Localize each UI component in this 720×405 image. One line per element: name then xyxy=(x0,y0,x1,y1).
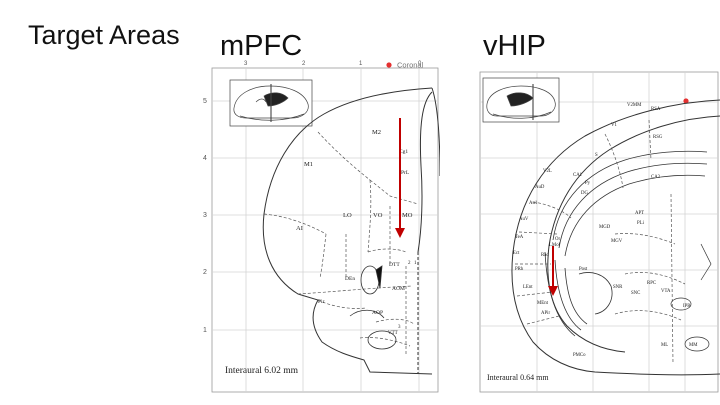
region-label: PRh xyxy=(515,267,524,272)
vhip-midline-structures xyxy=(670,243,712,352)
mpfc-top-ruler: 3 2 1 0 xyxy=(244,61,422,67)
region-label: MGD xyxy=(599,225,611,230)
ruler-tick: 3 xyxy=(244,61,248,67)
region-label: LMol xyxy=(549,243,561,248)
region-label: VTA xyxy=(661,289,671,294)
region-label: CA1 xyxy=(573,173,583,178)
ruler-tick: 4 xyxy=(203,155,207,162)
region-label: 3 xyxy=(398,325,401,330)
region-label: CA3 xyxy=(651,175,661,180)
region-label: MO xyxy=(402,212,413,219)
vhip-brain-outline xyxy=(511,99,720,376)
mpfc-inner-structures xyxy=(349,265,397,350)
region-label: PMCo xyxy=(573,353,586,358)
ruler-tick: 1 xyxy=(203,327,207,334)
region-label: V1 xyxy=(611,123,617,128)
slide-title: Target Areas xyxy=(28,20,180,50)
region-label: PLi xyxy=(637,221,645,226)
region-label: Py xyxy=(585,181,591,186)
region-label: PrL xyxy=(401,170,410,176)
vhip-atlas-figure: V2MM RSA V1 RSG V2L S CA1 CA3 DG AuD Au1… xyxy=(479,71,720,393)
region-label: M1 xyxy=(304,161,313,168)
vhip-target-arrow xyxy=(548,246,558,296)
region-label: 2 xyxy=(408,261,411,266)
mpfc-target-arrow xyxy=(395,118,405,238)
region-label: S xyxy=(595,153,598,158)
mpfc-sagittal-thumbnail xyxy=(229,79,313,127)
region-label: APT xyxy=(635,211,644,216)
region-label: AuD xyxy=(535,185,545,190)
ruler-tick: 0 xyxy=(418,61,422,67)
region-label: VTT xyxy=(388,331,398,336)
region-label: MGV xyxy=(611,239,623,244)
mpfc-region-boundaries xyxy=(263,131,419,356)
mpfc-atlas-figure: 3 2 1 0 5 4 3 2 1 Coronal xyxy=(203,61,440,393)
region-label: LEnt xyxy=(523,285,533,290)
region-label: SNR xyxy=(613,285,623,290)
region-label: Or xyxy=(555,237,560,242)
region-label: M2 xyxy=(372,129,381,136)
vhip-title: vHIP xyxy=(483,30,546,62)
ruler-tick: 1 xyxy=(359,61,363,67)
region-label: 1 xyxy=(414,261,417,266)
region-label: RSG xyxy=(653,135,663,140)
region-label: RSA xyxy=(651,107,661,112)
region-label: DG xyxy=(581,191,588,196)
vhip-interaural-label: Interaural 0.64 mm xyxy=(487,373,549,382)
vhip-hippocampus xyxy=(544,150,708,337)
vhip-region-boundaries xyxy=(515,119,686,365)
region-label: Cg1 xyxy=(399,149,408,155)
region-label: SNC xyxy=(631,291,640,296)
region-label: RPC xyxy=(647,281,656,286)
region-label: V2MM xyxy=(627,103,642,108)
coronal-dot-icon xyxy=(386,62,392,68)
region-label: AI xyxy=(296,225,303,232)
region-label: IPR xyxy=(683,304,691,309)
region-label: VO xyxy=(373,212,383,219)
region-label: AuV xyxy=(519,217,529,222)
region-label: Au1 xyxy=(529,201,538,206)
mpfc-region-labels: M2 Cg1 PrL M1 LO VO MO AI DTT DEn AOM AO… xyxy=(296,129,417,336)
region-label: MEnt xyxy=(537,301,549,306)
region-label: LO xyxy=(343,212,352,219)
mpfc-interaural-label: Interaural 6.02 mm xyxy=(225,366,299,376)
coronal-label: Coronal xyxy=(397,61,424,70)
region-label: ML xyxy=(661,343,668,348)
ruler-tick: 2 xyxy=(302,61,306,67)
mpfc-brain-outline xyxy=(262,87,440,375)
vhip-sagittal-thumbnail xyxy=(482,77,560,123)
coronal-dot-icon xyxy=(683,98,689,104)
ruler-tick: 3 xyxy=(203,212,207,219)
ruler-tick: 2 xyxy=(203,269,207,276)
region-label: DEn xyxy=(345,276,355,282)
region-label: TeA xyxy=(515,235,524,240)
region-label: Pir xyxy=(318,299,325,305)
mpfc-title: mPFC xyxy=(220,30,303,62)
region-label: Post xyxy=(579,267,588,272)
region-label: MM xyxy=(689,343,698,348)
mpfc-left-ruler: 5 4 3 2 1 xyxy=(203,98,207,334)
region-label: AOM xyxy=(392,286,405,292)
region-label: Rad xyxy=(541,253,549,258)
region-label: DTT xyxy=(389,262,400,268)
region-label: APir xyxy=(541,311,550,316)
region-label: Ect xyxy=(513,251,520,256)
region-label: V2L xyxy=(543,169,552,174)
region-label: AOP xyxy=(372,310,383,316)
vhip-region-labels: V2MM RSA V1 RSG V2L S CA1 CA3 DG AuD Au1… xyxy=(513,103,698,358)
ruler-tick: 5 xyxy=(203,98,207,105)
